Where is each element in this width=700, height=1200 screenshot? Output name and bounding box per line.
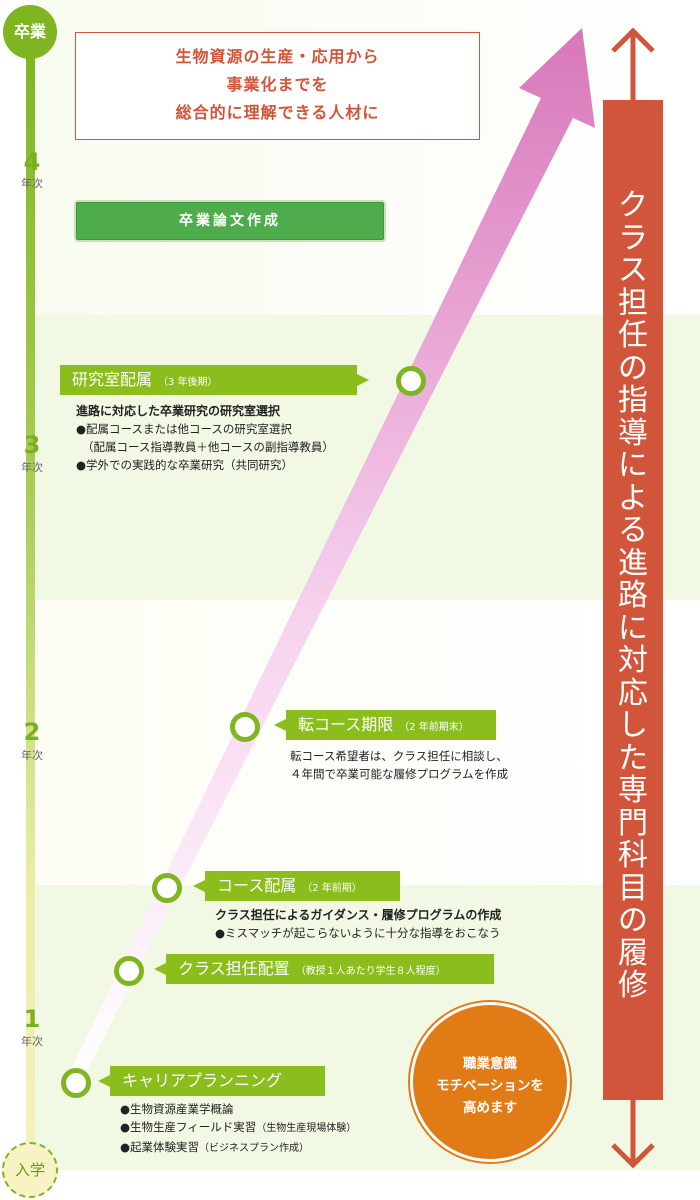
lab-assignment-heading: 進路に対応した卒業研究の研究室選択 [76,404,281,418]
goal-line-1: 生物資源の生産・応用から [175,47,380,66]
lab-assignment-line: （配属コース指導教員＋他コースの副指導教員） [82,440,334,454]
side-bar-char: 修 [618,968,648,1003]
side-bar-char: 路 [618,578,648,613]
transfer-deadline-label: 転コース期限 （2 年前期末） [274,710,496,740]
career-planning-note: （ビジネスプラン作成） [199,1143,310,1154]
homeroom-note: （教授１人あたり学生８人程度） [295,966,446,977]
course-assignment-title: コース配属 [217,876,297,895]
side-bar-char: る [618,513,648,548]
career-planning-line: ●生物資源産業学概論 [120,1102,234,1116]
side-bar-char: し [618,708,648,743]
side-bar-char: の [618,350,648,386]
year2-band [35,600,700,885]
transfer-deadline-title: 転コース期限 [298,715,394,734]
year-3-label: 年次 [21,461,43,474]
side-bar-char: 専 [618,773,648,808]
side-bar-char: 任 [618,318,648,353]
year-1-label: 年次 [21,1035,43,1048]
transfer-deadline-line: 転コース希望者は、クラス担任に相談し、 [290,749,508,763]
course-assignment-label: コース配属 （2 年前期） [193,871,400,901]
side-bar-text: クラス担任の指導による進路に対応した専門科目の履修 [608,188,658,1003]
course-assignment-note: （2 年前期） [302,883,362,894]
goal-line-2: 事業化までを [226,75,329,94]
side-bar-char: 門 [618,805,648,841]
side-bar-char: 履 [618,935,648,971]
goal-box: 生物資源の生産・応用から 事業化までを 総合的に理解できる人材に [75,32,480,140]
transfer-deadline-desc: 転コース希望者は、クラス担任に相談し、 ４年間で卒業可能な履修プログラムを作成 [290,747,508,783]
side-bar-char: 目 [618,870,648,906]
transfer-deadline-line: ４年間で卒業可能な履修プログラムを作成 [290,767,509,781]
career-planning-note: （生物生産現場体験） [256,1123,357,1134]
motivation-line-2: モチベーションを [436,1078,544,1094]
course-assignment-marker [152,873,182,903]
transfer-deadline-marker [230,712,260,742]
career-planning-line: ●起業体験実習 [120,1140,200,1154]
lab-assignment-note: （3 年後期） [158,377,218,388]
side-bar-char: 進 [618,545,648,581]
side-bar-char: た [618,740,648,776]
course-assignment-line: ●ミスマッチが起こらないように十分な指導をおこなう [215,926,501,940]
career-planning-marker [61,1068,91,1098]
year-2-label: 年次 [21,749,43,762]
course-assignment-heading: クラス担任によるガイダンス・履修プログラムの作成 [215,908,502,922]
goal-line-3: 総合的に理解できる人材に [175,103,380,122]
side-bar-char: 担 [618,285,648,321]
side-bar-char: に [618,610,648,646]
lab-assignment-title: 研究室配属 [72,370,153,389]
graduation-badge: 卒業 [3,5,57,59]
lab-assignment-label: 研究室配属 （3 年後期） [60,365,369,395]
course-assignment-desc: クラス担任によるガイダンス・履修プログラムの作成 ●ミスマッチが起こらないように… [215,906,501,942]
year-4-label: 年次 [21,177,43,190]
motivation-line-1: 職業意識 [463,1056,517,1072]
lab-assignment-desc: 進路に対応した卒業研究の研究室選択 ●配属コースまたは他コースの研究室選択 （配… [76,402,334,474]
side-bar-char: ク [618,188,648,223]
side-bar-char: 導 [618,415,648,451]
side-bar-char: の [618,903,648,938]
timeline-line [26,40,35,1160]
side-bar [603,100,663,1100]
side-bar-char: ラ [618,220,648,256]
year-3-number: 3 [23,431,41,459]
side-bar-char: 指 [618,383,648,418]
thesis-box: 卒業論文作成 [74,200,386,242]
side-bar-char: 対 [618,643,648,678]
career-planning-line: ●生物生産フィールド実習 [120,1120,257,1134]
side-bar-char: 応 [618,675,648,711]
lab-assignment-marker [396,366,426,396]
motivation-line-3: 高めます [463,1100,517,1116]
side-bar-char: よ [618,480,648,516]
lab-assignment-line: ●学外での実践的な卒業研究（共同研究） [76,458,294,472]
lab-assignment-line: ●配属コースまたは他コースの研究室選択 [76,422,292,436]
career-planning-title: キャリアプランニング [122,1071,283,1090]
career-planning-desc: ●生物資源産業学概論 ●生物生産フィールド実習（生物生産現場体験） ●起業体験実… [120,1100,356,1158]
year-4-number: 4 [23,148,41,176]
homeroom-label: クラス担任配置 （教授１人あたり学生８人程度） [154,954,494,984]
year-2-number: 2 [23,718,41,746]
side-bar-char: 科 [618,838,648,873]
homeroom-marker [114,956,144,986]
double-arrow [611,27,655,1169]
transfer-deadline-note: （2 年前期末） [399,722,469,733]
career-planning-label: キャリアプランニング [98,1066,325,1096]
year-1-number: 1 [23,1005,41,1033]
homeroom-title: クラス担任配置 [178,959,290,978]
entry-badge: 入学 [2,1142,58,1198]
side-bar-char: に [618,448,648,483]
side-bar-char: ス [618,253,648,288]
motivation-circle: 職業意識 モチベーションを 高めます [410,1002,570,1162]
